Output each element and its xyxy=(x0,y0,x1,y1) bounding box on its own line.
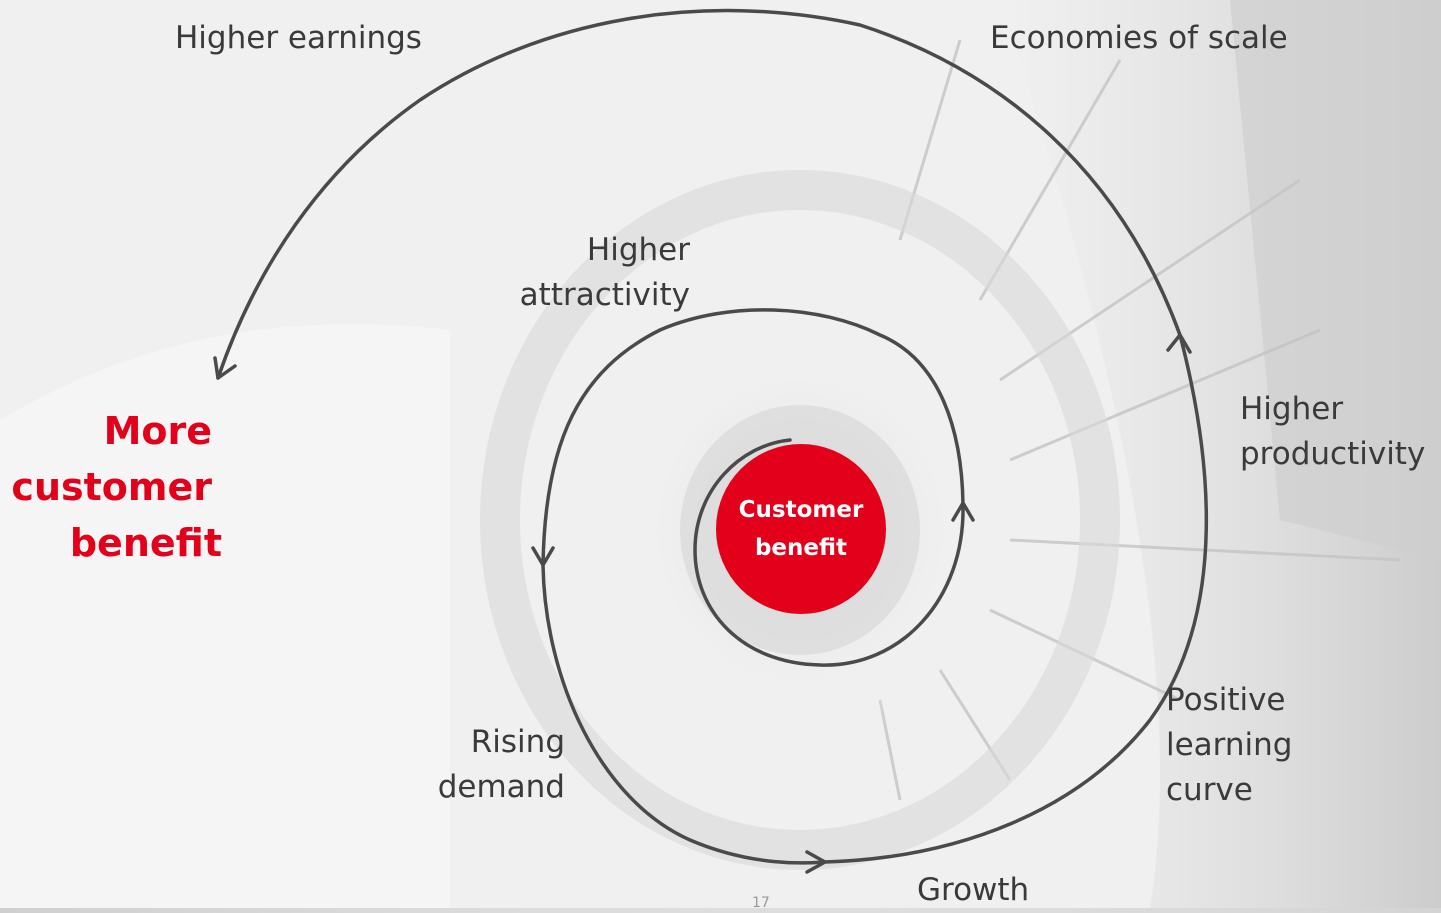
spiral-path xyxy=(216,8,1209,865)
outcome-line: customer xyxy=(11,465,212,509)
arrowhead-center-icon xyxy=(951,501,975,522)
label-positive-learning-curve: Positive learning curve xyxy=(1166,678,1292,813)
label-line: attractivity xyxy=(519,277,690,313)
label-line: demand xyxy=(437,769,565,805)
center-line: Customer xyxy=(738,497,864,523)
outcome-line: benefit xyxy=(69,521,222,565)
label-rising-demand: Rising demand xyxy=(400,720,565,810)
arrowhead-bottom-icon xyxy=(805,850,827,874)
label-line: learning xyxy=(1166,727,1293,763)
label-higher-productivity: Higher productivity xyxy=(1240,387,1425,477)
inner-loop-path xyxy=(693,438,965,667)
label-line: Higher xyxy=(1240,391,1344,427)
outcome-line: More xyxy=(103,409,212,453)
label-higher-attractivity: Higher attractivity xyxy=(510,228,690,318)
label-economies-of-scale: Economies of scale xyxy=(990,20,1288,56)
label-line: curve xyxy=(1166,772,1253,808)
page-number: 17 xyxy=(752,895,770,911)
label-line: Rising xyxy=(470,724,565,760)
arrowhead-top-left-icon xyxy=(213,356,237,380)
outcome-more-customer-benefit: More customer benefit xyxy=(0,403,222,571)
label-line: productivity xyxy=(1240,436,1426,472)
label-growth: Growth xyxy=(917,872,1030,908)
arrowhead-left-inner-icon xyxy=(531,546,555,567)
label-line: Higher xyxy=(586,232,690,268)
label-line: Positive xyxy=(1166,682,1286,718)
center-customer-benefit-circle: Customer benefit xyxy=(716,444,886,614)
center-line: benefit xyxy=(754,535,848,561)
arrowhead-right-icon xyxy=(1166,333,1192,354)
label-higher-earnings: Higher earnings xyxy=(175,20,422,56)
